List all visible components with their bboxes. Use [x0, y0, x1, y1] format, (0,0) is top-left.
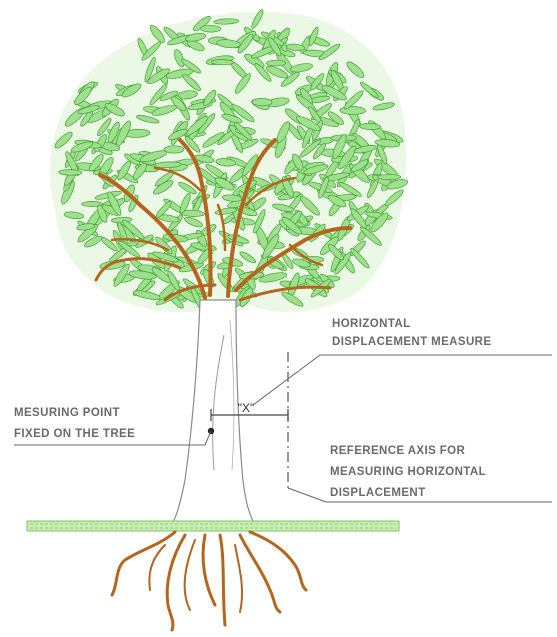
- measuring-point-label-line2: FIXED ON THE TREE: [14, 428, 135, 440]
- horizontal-displacement-label-line1: HORIZONTAL: [332, 318, 411, 330]
- measuring-point-label-line1: MESURING POINT: [14, 407, 120, 419]
- leaf-shape: [211, 59, 234, 65]
- reference-axis-label-line3: DISPLACEMENT: [330, 487, 426, 499]
- leaf-shape: [59, 169, 82, 175]
- reference-axis-label-line2: MEASURING HORIZONTAL: [330, 466, 486, 478]
- ground-line: [27, 521, 399, 531]
- horizontal-displacement-label-line2: DISPLACEMENT MEASURE: [332, 336, 491, 348]
- tree-roots: [112, 532, 306, 630]
- leaf-shape: [201, 25, 221, 32]
- reference-axis-label-line1: REFERENCE AXIS FOR: [330, 445, 465, 457]
- leaf-shape: [378, 174, 401, 179]
- leaf-shape: [266, 60, 285, 66]
- leaf-shape: [164, 146, 184, 153]
- leaf-shape: [340, 106, 366, 114]
- x-marker-label: "X": [238, 401, 255, 415]
- leaf-shape: [252, 98, 272, 106]
